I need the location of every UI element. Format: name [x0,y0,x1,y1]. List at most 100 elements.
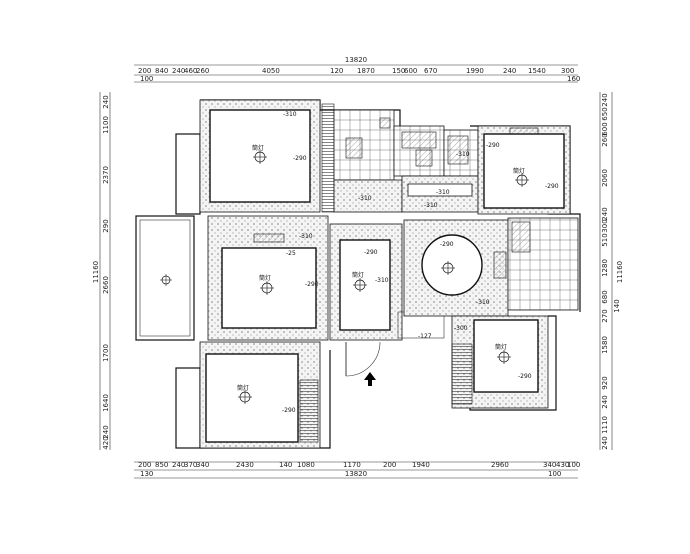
bottom-dim: 240 [172,461,185,469]
height-label: -310 [375,277,389,284]
top-dim: 840 [155,67,168,75]
top-dim: 1990 [466,67,484,75]
left-dim: 1100 [102,116,110,134]
height-label: -310 [358,195,372,202]
height-label: -290 [305,281,319,288]
height-label: -290 [282,407,296,414]
right-dim: 2060 [601,169,609,187]
right-dim: 1280 [601,259,609,277]
height-label: -290 [486,142,500,149]
bottom-dim: 200 [383,461,396,469]
overall-height-label: 11160 [92,261,100,283]
room-label: 筒灯 [495,343,507,351]
room-label: 筒灯 [352,271,364,279]
top-dim: 600 [404,67,417,75]
room-bedroom-top-right: 筒灯 -290 -290 [477,125,571,215]
right-dim: 680 [601,290,609,303]
bottom-dim: 430 [556,461,569,469]
bottom-sub-dim: 130 [140,470,153,478]
room-bedroom-bottom-right: 筒灯 -290 -300 -127 [418,315,549,409]
room-round-ceiling: -290 -310 [403,219,509,317]
bottom-dim: 1080 [297,461,315,469]
height-label: -310 [436,189,450,196]
bottom-dim: 850 [155,461,168,469]
height-label: -310 [299,233,313,240]
height-label: -310 [476,299,490,306]
right-dim: 300 [601,219,609,232]
right-dim: 510 [601,233,609,246]
right-dim: 600 [601,122,609,135]
bottom-dim: 200 [138,461,151,469]
bottom-dim: 370 [184,461,197,469]
top-dim: 200 [138,67,151,75]
room-bedroom-bottom-left: 筒灯 -290 [199,341,321,449]
left-dim: 1640 [102,394,110,412]
height-label: -127 [418,333,432,340]
height-label: -25 [286,250,296,257]
entry-door [345,341,381,386]
left-dim: 420 [102,436,110,449]
left-dim: 240 [102,425,110,438]
bottom-dim: 340 [543,461,556,469]
overall-height-label-right: 11160 [616,261,624,283]
ceiling-lamp-icon [238,390,252,404]
right-dim: 650 [601,107,609,120]
left-dim: 2660 [102,276,110,294]
left-dim: 2370 [102,166,110,184]
height-label: -310 [283,111,297,118]
top-dim: 150 [392,67,405,75]
right-dim: 920 [601,376,609,389]
top-sub-dim: 100 [140,75,153,83]
height-label: -300 [454,325,468,332]
top-dim: 260 [196,67,209,75]
overall-width-label-bottom: 13820 [345,470,367,478]
right-dim: 1580 [601,336,609,354]
top-dim: 300 [561,67,574,75]
top-dimension-chain: 13820 200 840 240 460 260 4050 120 1870 … [134,56,580,83]
height-label: -290 [364,249,378,256]
height-label: -290 [293,155,307,162]
right-dim: 260 [601,133,609,146]
top-dim: 670 [424,67,437,75]
bottom-dim: 1940 [412,461,430,469]
height-label: -310 [456,151,470,158]
overall-width-label: 13820 [345,56,367,64]
right-dim: 140 [613,299,621,312]
right-dim: 240 [601,93,609,106]
bottom-dim: 2960 [491,461,509,469]
room-living: 筒灯 -310 -290 -25 [207,215,329,341]
top-dim: 1540 [528,67,546,75]
right-dim: 240 [601,207,609,220]
height-label: -310 [424,202,438,209]
bottom-dim: 2430 [236,461,254,469]
height-label: -290 [545,183,559,190]
right-dimension-chain: 11160 240 650 600 260 2060 240 300 510 1… [599,92,624,450]
ceiling-lamp-icon [497,350,511,364]
bottom-dim: 100 [567,461,580,469]
right-dim: 240 [601,395,609,408]
left-dim: 240 [102,95,110,108]
balcony-lamp-icon [160,274,172,286]
top-sub-dim: 160 [567,75,580,83]
room-dining: 筒灯 -290 -310 [329,223,445,341]
left-dimension-chain: 11160 240 1100 2370 290 2660 1700 1640 2… [92,92,111,450]
room-label: 筒灯 [259,274,271,282]
bottom-dimension-chain: 200 850 240 370 340 2430 140 1080 1170 2… [134,461,580,479]
ceiling-lamp-icon [515,173,529,187]
entry-arrow-icon [364,372,376,386]
top-dim: 240 [172,67,185,75]
top-dim: 1870 [357,67,375,75]
ceiling-lamp-icon [260,281,274,295]
ceiling-lamp-icon [253,150,267,164]
room-bathroom-top: -310 -310 -310 [393,125,479,213]
height-label: -290 [440,241,454,248]
right-dim: 1110 [601,416,609,434]
ceiling-lamp-icon [353,278,367,292]
top-dim: 120 [330,67,343,75]
left-dim: 1700 [102,344,110,362]
right-dim: 240 [601,436,609,449]
bottom-dim: 140 [279,461,292,469]
ceiling-lamp-icon [441,261,455,275]
height-label: -290 [518,373,532,380]
